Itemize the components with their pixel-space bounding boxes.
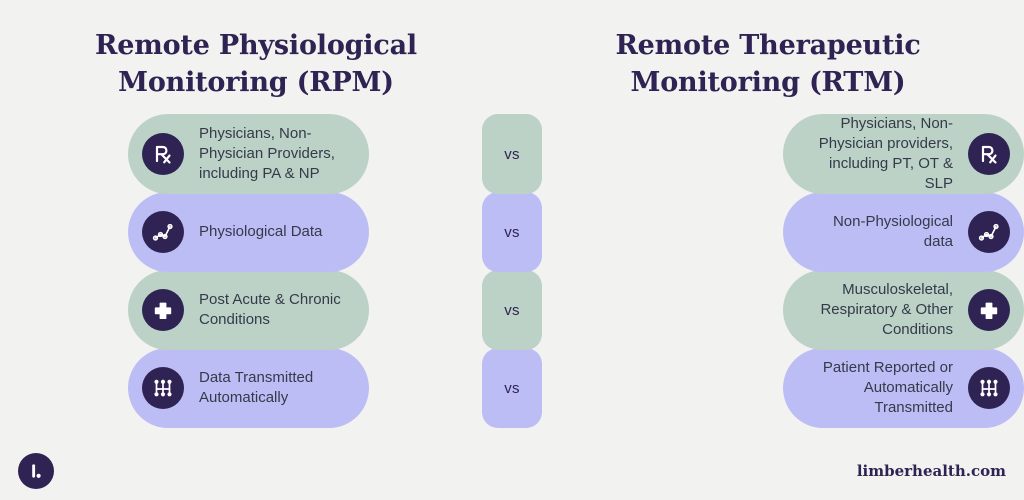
vs-badge: vs [482, 192, 542, 272]
rpm-card-transmission: Data Transmitted Automatically [128, 348, 369, 428]
limber-logo-icon [18, 453, 54, 489]
vs-badge: vs [482, 270, 542, 350]
website-url: limberhealth.com [856, 462, 1006, 480]
rx-icon [968, 133, 1010, 175]
card-text: Data Transmitted Automatically [199, 369, 314, 406]
titles-bar: Remote Physiological Monitoring (RPM) Re… [0, 0, 1024, 112]
card-text: Physiological Data [199, 223, 323, 241]
card-text: Physicians, Non-Physician providers, inc… [818, 115, 953, 192]
rtm-title-line1: Remote Therapeutic [615, 30, 921, 61]
network-nodes-icon [968, 367, 1010, 409]
rpm-title: Remote Physiological Monitoring (RPM) [95, 28, 417, 101]
card-text: Musculoskeletal, Respiratory & Other Con… [820, 281, 953, 338]
comparison-row: Data Transmitted Automatically vs Patien… [0, 348, 1024, 440]
rpm-title-line1: Remote Physiological [95, 30, 417, 61]
medical-cross-icon [142, 289, 184, 331]
rtm-card-transmission: Patient Reported or Automatically Transm… [783, 348, 1024, 428]
card-text: Post Acute & Chronic Conditions [199, 291, 341, 328]
rpm-title-line2: Monitoring (RPM) [118, 66, 394, 98]
footer: limberhealth.com [0, 450, 1024, 500]
comparison-grid: Physicians, Non-Physician Providers, inc… [0, 114, 1024, 450]
line-chart-icon [142, 211, 184, 253]
rtm-card-data-type: Non-Physiological data [783, 192, 1024, 272]
card-text: Physicians, Non-Physician Providers, inc… [199, 125, 335, 182]
vs-badge: vs [482, 114, 542, 194]
left-column-header: Remote Physiological Monitoring (RPM) [0, 0, 512, 112]
rpm-card-conditions: Post Acute & Chronic Conditions [128, 270, 369, 350]
comparison-row: Physiological Data vs Non-Physiological … [0, 192, 1024, 284]
rtm-card-conditions: Musculoskeletal, Respiratory & Other Con… [783, 270, 1024, 350]
rtm-title-line2: Monitoring (RTM) [630, 66, 906, 98]
rtm-card-providers: Physicians, Non-Physician providers, inc… [783, 114, 1024, 194]
vs-badge: vs [482, 348, 542, 428]
medical-cross-icon [968, 289, 1010, 331]
line-chart-icon [968, 211, 1010, 253]
rtm-title: Remote Therapeutic Monitoring (RTM) [615, 28, 920, 101]
right-column-header: Remote Therapeutic Monitoring (RTM) [512, 0, 1024, 112]
comparison-row: Post Acute & Chronic Conditions vs Muscu… [0, 270, 1024, 362]
rpm-card-providers: Physicians, Non-Physician Providers, inc… [128, 114, 369, 194]
card-text: Patient Reported or Automatically Transm… [822, 359, 953, 416]
comparison-row: Physicians, Non-Physician Providers, inc… [0, 114, 1024, 206]
card-text: Non-Physiological data [832, 213, 953, 250]
rx-icon [142, 133, 184, 175]
rpm-card-data-type: Physiological Data [128, 192, 369, 272]
network-nodes-icon [142, 367, 184, 409]
